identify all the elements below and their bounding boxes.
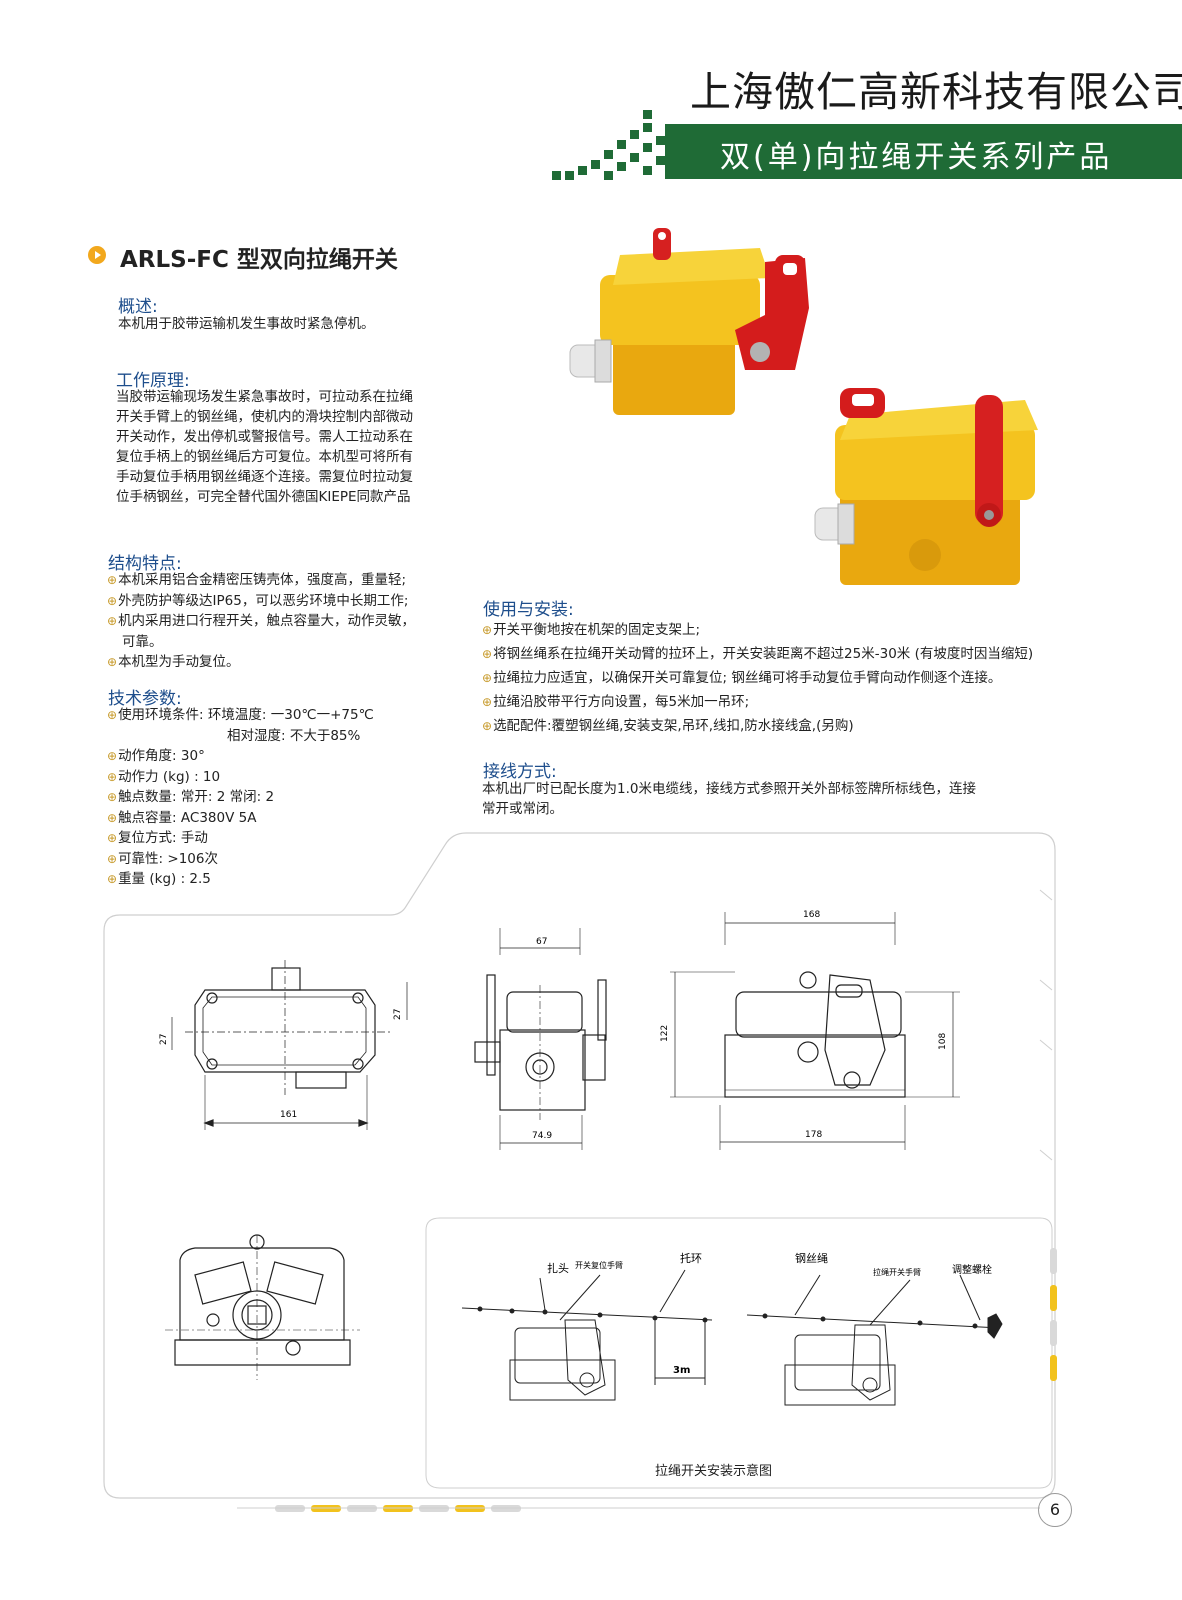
dim-front-h1: 27 <box>159 1034 169 1045</box>
label-wire: 钢丝绳 <box>795 1251 828 1265</box>
list-item: ⊕选配配件:覆塑钢丝绳,安装支架,吊环,线扣,防水接线盒,(另购) <box>482 718 854 734</box>
wiring-line: 本机出厂时已配长度为1.0米电缆线，接线方式参照开关外部标签牌所标线色，连接 <box>482 781 976 797</box>
principle-line: 当胶带运输现场发生紧急事故时，可拉动系在拉绳 <box>116 389 413 405</box>
principle-line: 开关动作，发出停机或警报信号。需人工拉动系在 <box>116 429 413 445</box>
dim-front-width: 161 <box>280 1110 297 1120</box>
list-item: ⊕拉绳拉力应适宜，以确保开关可靠复位; 钢丝绳可将手动复位手臂向动作侧逐个连接。 <box>482 670 1002 686</box>
dim-side-top: 67 <box>536 937 547 947</box>
product-photo-1 <box>569 228 809 415</box>
list-item: ⊕可靠性: >106次 <box>107 850 218 867</box>
internal-view-drawing <box>165 1234 360 1380</box>
install-heading: 使用与安装: <box>483 600 574 620</box>
dim-right-top: 168 <box>803 910 820 920</box>
principle-line: 复位手柄上的钢丝绳后方可复位。本机型可将所有 <box>116 449 413 465</box>
right-view-drawing <box>670 912 960 1150</box>
dim-side-bottom: 74.9 <box>532 1131 552 1141</box>
bottom-pills <box>237 1505 1040 1512</box>
list-item: ⊕使用环境条件: 环境温度: 一30℃一+75℃ <box>107 707 374 723</box>
principle-text: 当胶带运输现场发生紧急事故时，可拉动系在拉绳 开关手臂上的钢丝绳，使机内的滑块控… <box>116 387 461 507</box>
drawings-panel: 161 27 27 67 74.9 <box>103 832 1057 1512</box>
list-item: ⊕外壳防护等级达IP65，可以恶劣环境中长期工作; <box>107 592 409 609</box>
bullet-icon: ⊕ <box>482 695 493 709</box>
list-item: ⊕本机采用铝合金精密压铸壳体，强度高，重量轻; <box>107 572 407 588</box>
install-diagram-caption: 拉绳开关安装示意图 <box>655 1464 773 1479</box>
bullet-icon: ⊕ <box>107 851 118 866</box>
list-item: ⊕动作角度: 30° <box>107 748 205 764</box>
bullet-icon: ⊕ <box>482 623 493 637</box>
side-pills <box>1050 1248 1057 1381</box>
dim-right-h-right: 108 <box>938 1033 948 1050</box>
label-bolt: 调整螺栓 <box>952 1263 992 1276</box>
list-item-continuation: 相对湿度: 不大于85% <box>227 727 361 744</box>
label-pull-arm: 拉绳开关手臂 <box>873 1267 921 1277</box>
label-tie: 扎头 <box>547 1261 569 1275</box>
bullet-icon: ⊕ <box>107 872 118 886</box>
principle-line: 位手柄钢丝，可完全替代国外德国KIEPE同款产品 <box>116 489 411 505</box>
label-ring: 托环 <box>680 1251 702 1265</box>
bullet-icon: ⊕ <box>107 614 118 628</box>
bullet-icon: ⊕ <box>107 573 118 587</box>
company-name: 上海傲仁高新科技有限公司 <box>690 68 1182 116</box>
list-item-continuation: 可靠。 <box>122 633 163 650</box>
wiring-text: 本机出厂时已配长度为1.0米电缆线，接线方式参照开关外部标签牌所标线色，连接 常… <box>482 779 976 819</box>
tech-heading: 技术参数: <box>108 689 182 709</box>
product-title: ARLS-FC 型双向拉绳开关 <box>120 247 398 273</box>
overview-text: 本机用于胶带运输机发生事故时紧急停机。 <box>118 316 375 332</box>
bullet-icon: ⊕ <box>107 749 118 763</box>
list-item: ⊕触点容量: AC380V 5A <box>107 809 257 826</box>
list-item: ⊕拉绳沿胶带平行方向设置，每5米加一吊环; <box>482 694 750 710</box>
dim-front-h2: 27 <box>393 1009 403 1020</box>
side-view-drawing <box>474 928 607 1150</box>
principle-heading: 工作原理: <box>116 371 190 391</box>
install-list: ⊕开关平衡地按在机架的固定支架上; ⊕将钢丝绳系在拉绳开关动臂的拉环上，开关安装… <box>482 618 1033 738</box>
bullet-icon: ⊕ <box>107 769 118 784</box>
list-item: ⊕机内采用进口行程开关，触点容量大，动作灵敏， <box>107 613 416 629</box>
principle-line: 开关手臂上的钢丝绳，使机内的滑块控制内部微动 <box>116 409 413 425</box>
pixel-decoration <box>550 110 670 180</box>
bullet-icon: ⊕ <box>482 671 493 685</box>
series-banner <box>665 124 1182 179</box>
title-bullet-icon <box>88 246 106 264</box>
structure-heading: 结构特点: <box>108 554 182 574</box>
structure-list: ⊕本机采用铝合金精密压铸壳体，强度高，重量轻; ⊕外壳防护等级达IP65，可以恶… <box>107 570 415 673</box>
page-number: 6 <box>1038 1493 1072 1527</box>
label-reset-arm: 开关复位手臂 <box>575 1260 623 1270</box>
install-diagram <box>461 1269 1003 1406</box>
bullet-icon: ⊕ <box>107 593 118 608</box>
overview-heading: 概述: <box>118 297 158 317</box>
bullet-icon: ⊕ <box>107 810 118 825</box>
list-item: ⊕将钢丝绳系在拉绳开关动臂的拉环上，开关安装距离不超过25米-30米 (有坡度时… <box>482 646 1034 662</box>
dim-right-bottom: 178 <box>805 1130 822 1140</box>
front-view-drawing <box>171 960 408 1130</box>
bullet-icon: ⊕ <box>482 719 493 733</box>
bullet-icon: ⊕ <box>107 708 118 722</box>
principle-line: 手动复位手柄用钢丝绳逐个连接。需复位时拉动复 <box>116 469 413 485</box>
bullet-icon: ⊕ <box>107 831 118 845</box>
series-title: 双(单)向拉绳开关系列产品 <box>720 140 1113 175</box>
list-item: ⊕触点数量: 常开: 2 常闭: 2 <box>107 789 275 805</box>
list-item: ⊕开关平衡地按在机架的固定支架上; <box>482 622 701 638</box>
bullet-icon: ⊕ <box>482 647 493 661</box>
list-item: ⊕复位方式: 手动 <box>107 830 208 846</box>
wiring-heading: 接线方式: <box>483 762 557 782</box>
bullet-icon: ⊕ <box>107 790 118 804</box>
product-photo-2 <box>814 388 1038 585</box>
bullet-icon: ⊕ <box>107 655 118 669</box>
dim-right-h-left: 122 <box>660 1025 670 1042</box>
tech-list: ⊕使用环境条件: 环境温度: 一30℃一+75℃ 相对湿度: 不大于85% ⊕动… <box>107 705 374 890</box>
wiring-line: 常开或常闭。 <box>482 801 563 817</box>
list-item: ⊕动作力 (kg) : 10 <box>107 768 221 785</box>
label-spacing: 3m <box>673 1365 690 1376</box>
list-item: ⊕重量 (kg) : 2.5 <box>107 871 211 887</box>
list-item: ⊕本机型为手动复位。 <box>107 654 240 670</box>
